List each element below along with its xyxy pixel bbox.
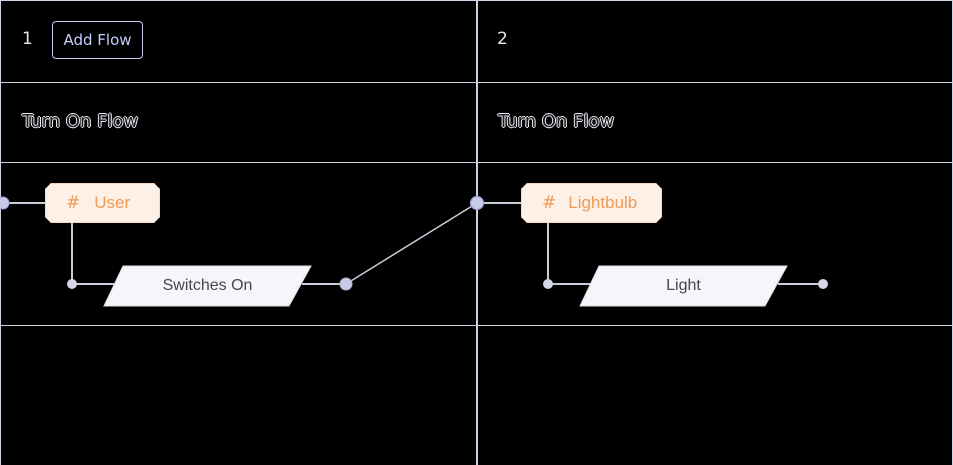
grid-line-column-divider xyxy=(476,0,478,465)
port-exit-1[interactable] xyxy=(339,277,353,291)
port-entry-2[interactable] xyxy=(469,195,485,211)
flow-title-1[interactable]: Turn On Flow xyxy=(22,111,139,132)
grid-line-header xyxy=(0,82,953,83)
add-flow-button[interactable]: Add Flow xyxy=(52,21,143,59)
action-label-switches-on: Switches On xyxy=(162,277,253,294)
action-shape-2[interactable] xyxy=(579,265,788,307)
port-entry-1[interactable] xyxy=(0,196,10,210)
column-number-1: 1 xyxy=(22,29,33,49)
port-junction-2 xyxy=(543,279,553,289)
grid-line-title xyxy=(0,162,953,163)
column-number-2: 2 xyxy=(497,29,508,49)
hash-icon: # xyxy=(542,193,557,213)
port-exit-2[interactable] xyxy=(818,279,828,289)
hash-icon: # xyxy=(66,193,81,213)
grid-line-left xyxy=(0,0,1,465)
flow-title-2[interactable]: Turn On Flow xyxy=(498,111,615,132)
port-junction-1 xyxy=(67,279,77,289)
entity-node-lightbulb[interactable]: # Lightbulb xyxy=(521,183,662,223)
action-shape-1[interactable] xyxy=(103,265,312,307)
entity-label-lightbulb: Lightbulb xyxy=(568,193,638,212)
action-label-light: Light xyxy=(666,277,701,294)
entity-node-user[interactable]: # User xyxy=(45,183,160,223)
grid-line-lane xyxy=(0,325,953,326)
connector-cross-column xyxy=(345,202,478,285)
entity-label-user: User xyxy=(94,193,131,212)
